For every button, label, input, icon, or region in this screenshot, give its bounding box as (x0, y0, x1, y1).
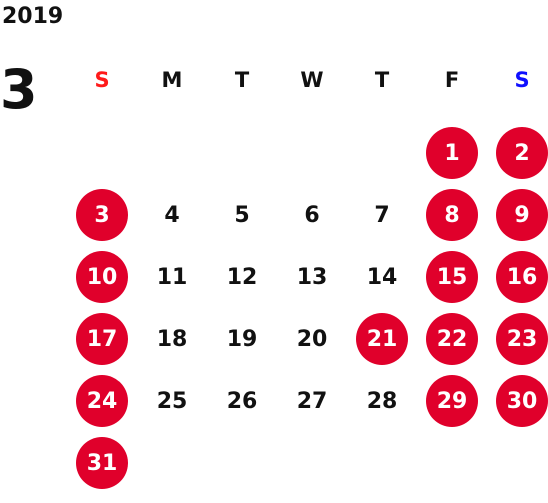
day-number[interactable]: 6 (304, 202, 320, 228)
day-cell[interactable]: 13 (277, 246, 347, 308)
day-cell[interactable]: 27 (277, 370, 347, 432)
day-number-highlighted[interactable]: 8 (426, 189, 478, 241)
day-cell[interactable]: 9 (487, 184, 548, 246)
weekday-label: F (444, 68, 460, 92)
day-cell[interactable]: 8 (417, 184, 487, 246)
day-cell[interactable]: 22 (417, 308, 487, 370)
day-cell[interactable]: 7 (347, 184, 417, 246)
day-number[interactable]: 18 (156, 326, 188, 352)
day-number-highlighted[interactable]: 17 (76, 313, 128, 365)
day-number[interactable]: 11 (156, 264, 188, 290)
day-cell[interactable]: 6 (277, 184, 347, 246)
day-number-highlighted[interactable]: 10 (76, 251, 128, 303)
day-number-highlighted[interactable]: 24 (76, 375, 128, 427)
day-number-highlighted[interactable]: 21 (356, 313, 408, 365)
day-number[interactable]: 20 (296, 326, 328, 352)
day-cell[interactable]: 3 (67, 184, 137, 246)
day-cell[interactable]: 12 (207, 246, 277, 308)
day-number[interactable]: 19 (226, 326, 258, 352)
day-number[interactable]: 27 (296, 388, 328, 414)
day-cell[interactable]: 5 (207, 184, 277, 246)
day-cell[interactable]: 18 (137, 308, 207, 370)
day-cell[interactable]: 24 (67, 370, 137, 432)
day-cell[interactable]: 20 (277, 308, 347, 370)
day-number[interactable]: 4 (164, 202, 180, 228)
weekday-label: S (514, 68, 530, 92)
day-cell[interactable]: 26 (207, 370, 277, 432)
day-number-highlighted[interactable]: 23 (496, 313, 548, 365)
day-number-highlighted[interactable]: 3 (76, 189, 128, 241)
day-number-highlighted[interactable]: 16 (496, 251, 548, 303)
day-number[interactable]: 5 (234, 202, 250, 228)
day-cell[interactable]: 31 (67, 432, 137, 494)
day-cell[interactable]: 17 (67, 308, 137, 370)
day-cell[interactable]: 14 (347, 246, 417, 308)
day-cell[interactable]: 2 (487, 122, 548, 184)
day-number[interactable]: 14 (366, 264, 398, 290)
weekday-label: W (300, 68, 324, 92)
day-cell[interactable]: 10 (67, 246, 137, 308)
day-number[interactable]: 7 (374, 202, 390, 228)
day-cell[interactable]: 23 (487, 308, 548, 370)
day-number[interactable]: 12 (226, 264, 258, 290)
day-number-highlighted[interactable]: 31 (76, 437, 128, 489)
day-number-highlighted[interactable]: 2 (496, 127, 548, 179)
month-number: 3 (0, 58, 38, 121)
day-cell[interactable]: 29 (417, 370, 487, 432)
day-number[interactable]: 25 (156, 388, 188, 414)
day-cell[interactable]: 25 (137, 370, 207, 432)
day-cell[interactable]: 11 (137, 246, 207, 308)
day-cell[interactable]: 16 (487, 246, 548, 308)
day-cell[interactable]: 30 (487, 370, 548, 432)
day-number[interactable]: 13 (296, 264, 328, 290)
day-number-highlighted[interactable]: 22 (426, 313, 478, 365)
weekday-label: T (234, 68, 250, 92)
weekday-label: T (374, 68, 390, 92)
day-number-highlighted[interactable]: 1 (426, 127, 478, 179)
day-cell[interactable]: 21 (347, 308, 417, 370)
day-number-highlighted[interactable]: 9 (496, 189, 548, 241)
day-cell[interactable]: 28 (347, 370, 417, 432)
day-number[interactable]: 28 (366, 388, 398, 414)
day-number-highlighted[interactable]: 30 (496, 375, 548, 427)
weekday-label: S (94, 68, 110, 92)
weekday-label: M (161, 68, 183, 92)
day-number-highlighted[interactable]: 15 (426, 251, 478, 303)
day-number[interactable]: 26 (226, 388, 258, 414)
day-cell[interactable]: 15 (417, 246, 487, 308)
day-cell[interactable]: 19 (207, 308, 277, 370)
day-number-highlighted[interactable]: 29 (426, 375, 478, 427)
day-cell[interactable]: 1 (417, 122, 487, 184)
year-label: 2019 (2, 4, 64, 29)
day-cell[interactable]: 4 (137, 184, 207, 246)
